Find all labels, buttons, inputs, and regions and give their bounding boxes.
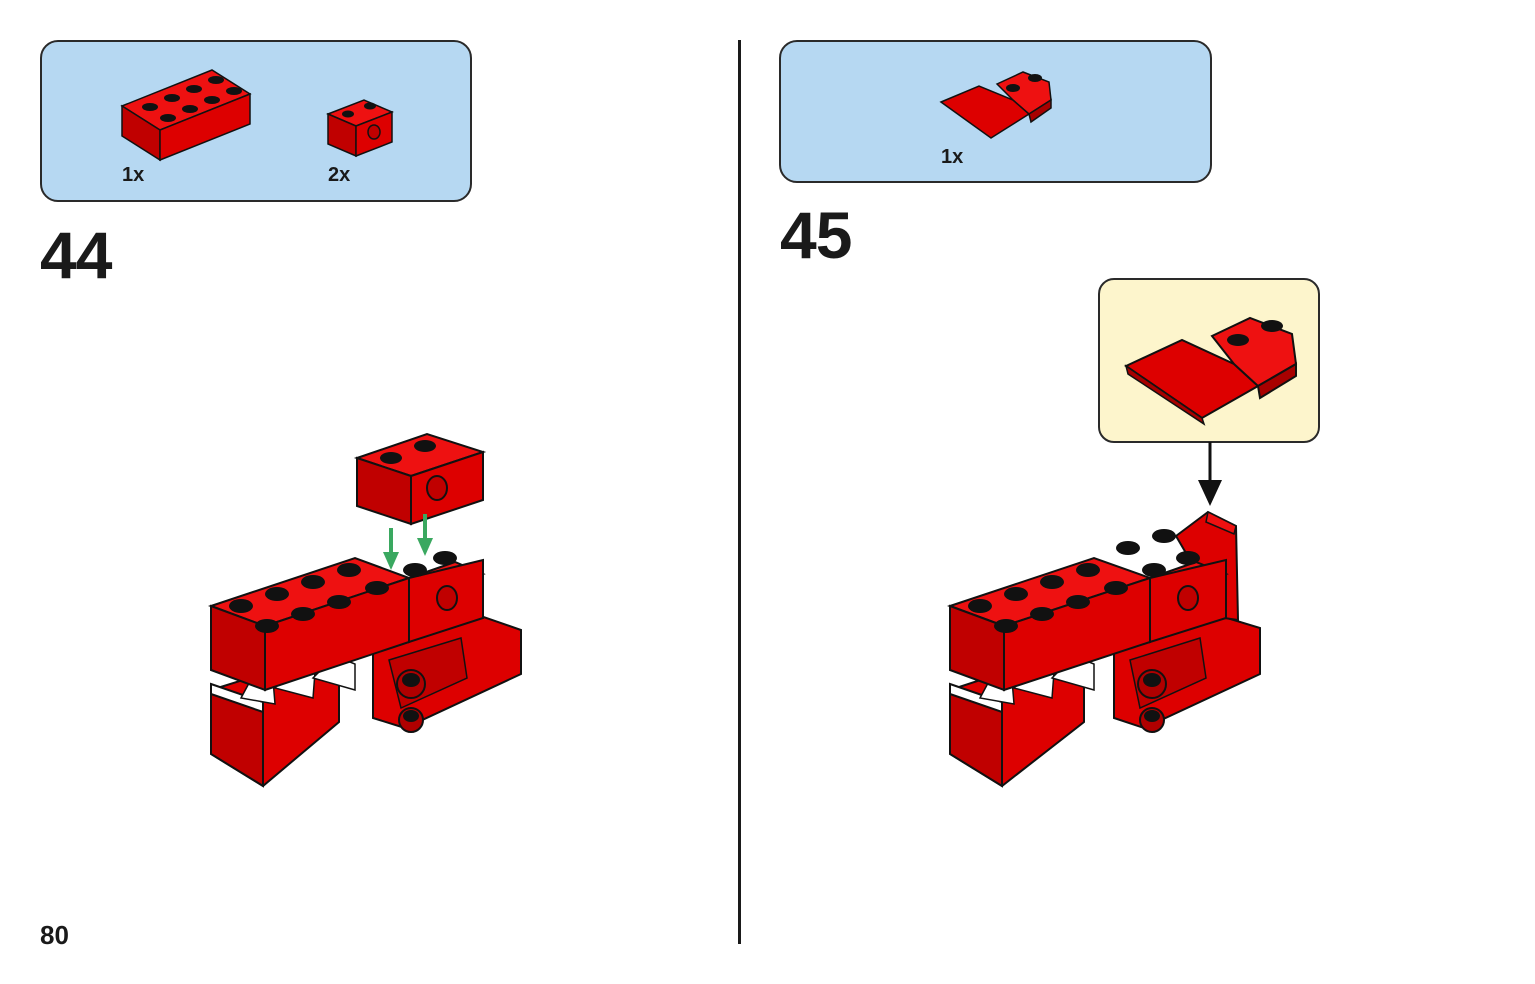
step-number: 44 [40,218,112,292]
parts-list-box-step-45: 1x [779,40,1212,183]
step-number: 45 [780,198,852,272]
brick-2x4-icon [120,69,252,162]
part-quantity: 1x [122,164,145,186]
part-quantity: 1x [941,146,964,168]
step-45-model-illustration [946,510,1261,788]
curved-slope-detail-icon [1123,316,1298,426]
placement-arrow-icon [1198,442,1222,506]
technic-brick-icon [326,99,394,158]
parts-list-box-step-44: 1x 2x [40,40,472,202]
part-quantity: 2x [328,164,351,186]
technic-brick-being-placed [353,432,487,526]
step-44-model-illustration [207,432,522,788]
curved-slope-icon [939,71,1052,139]
insert-arrow-icon [383,514,433,570]
detail-callout-box [1098,278,1320,443]
page-number: 80 [40,920,69,950]
page-divider [738,40,741,944]
